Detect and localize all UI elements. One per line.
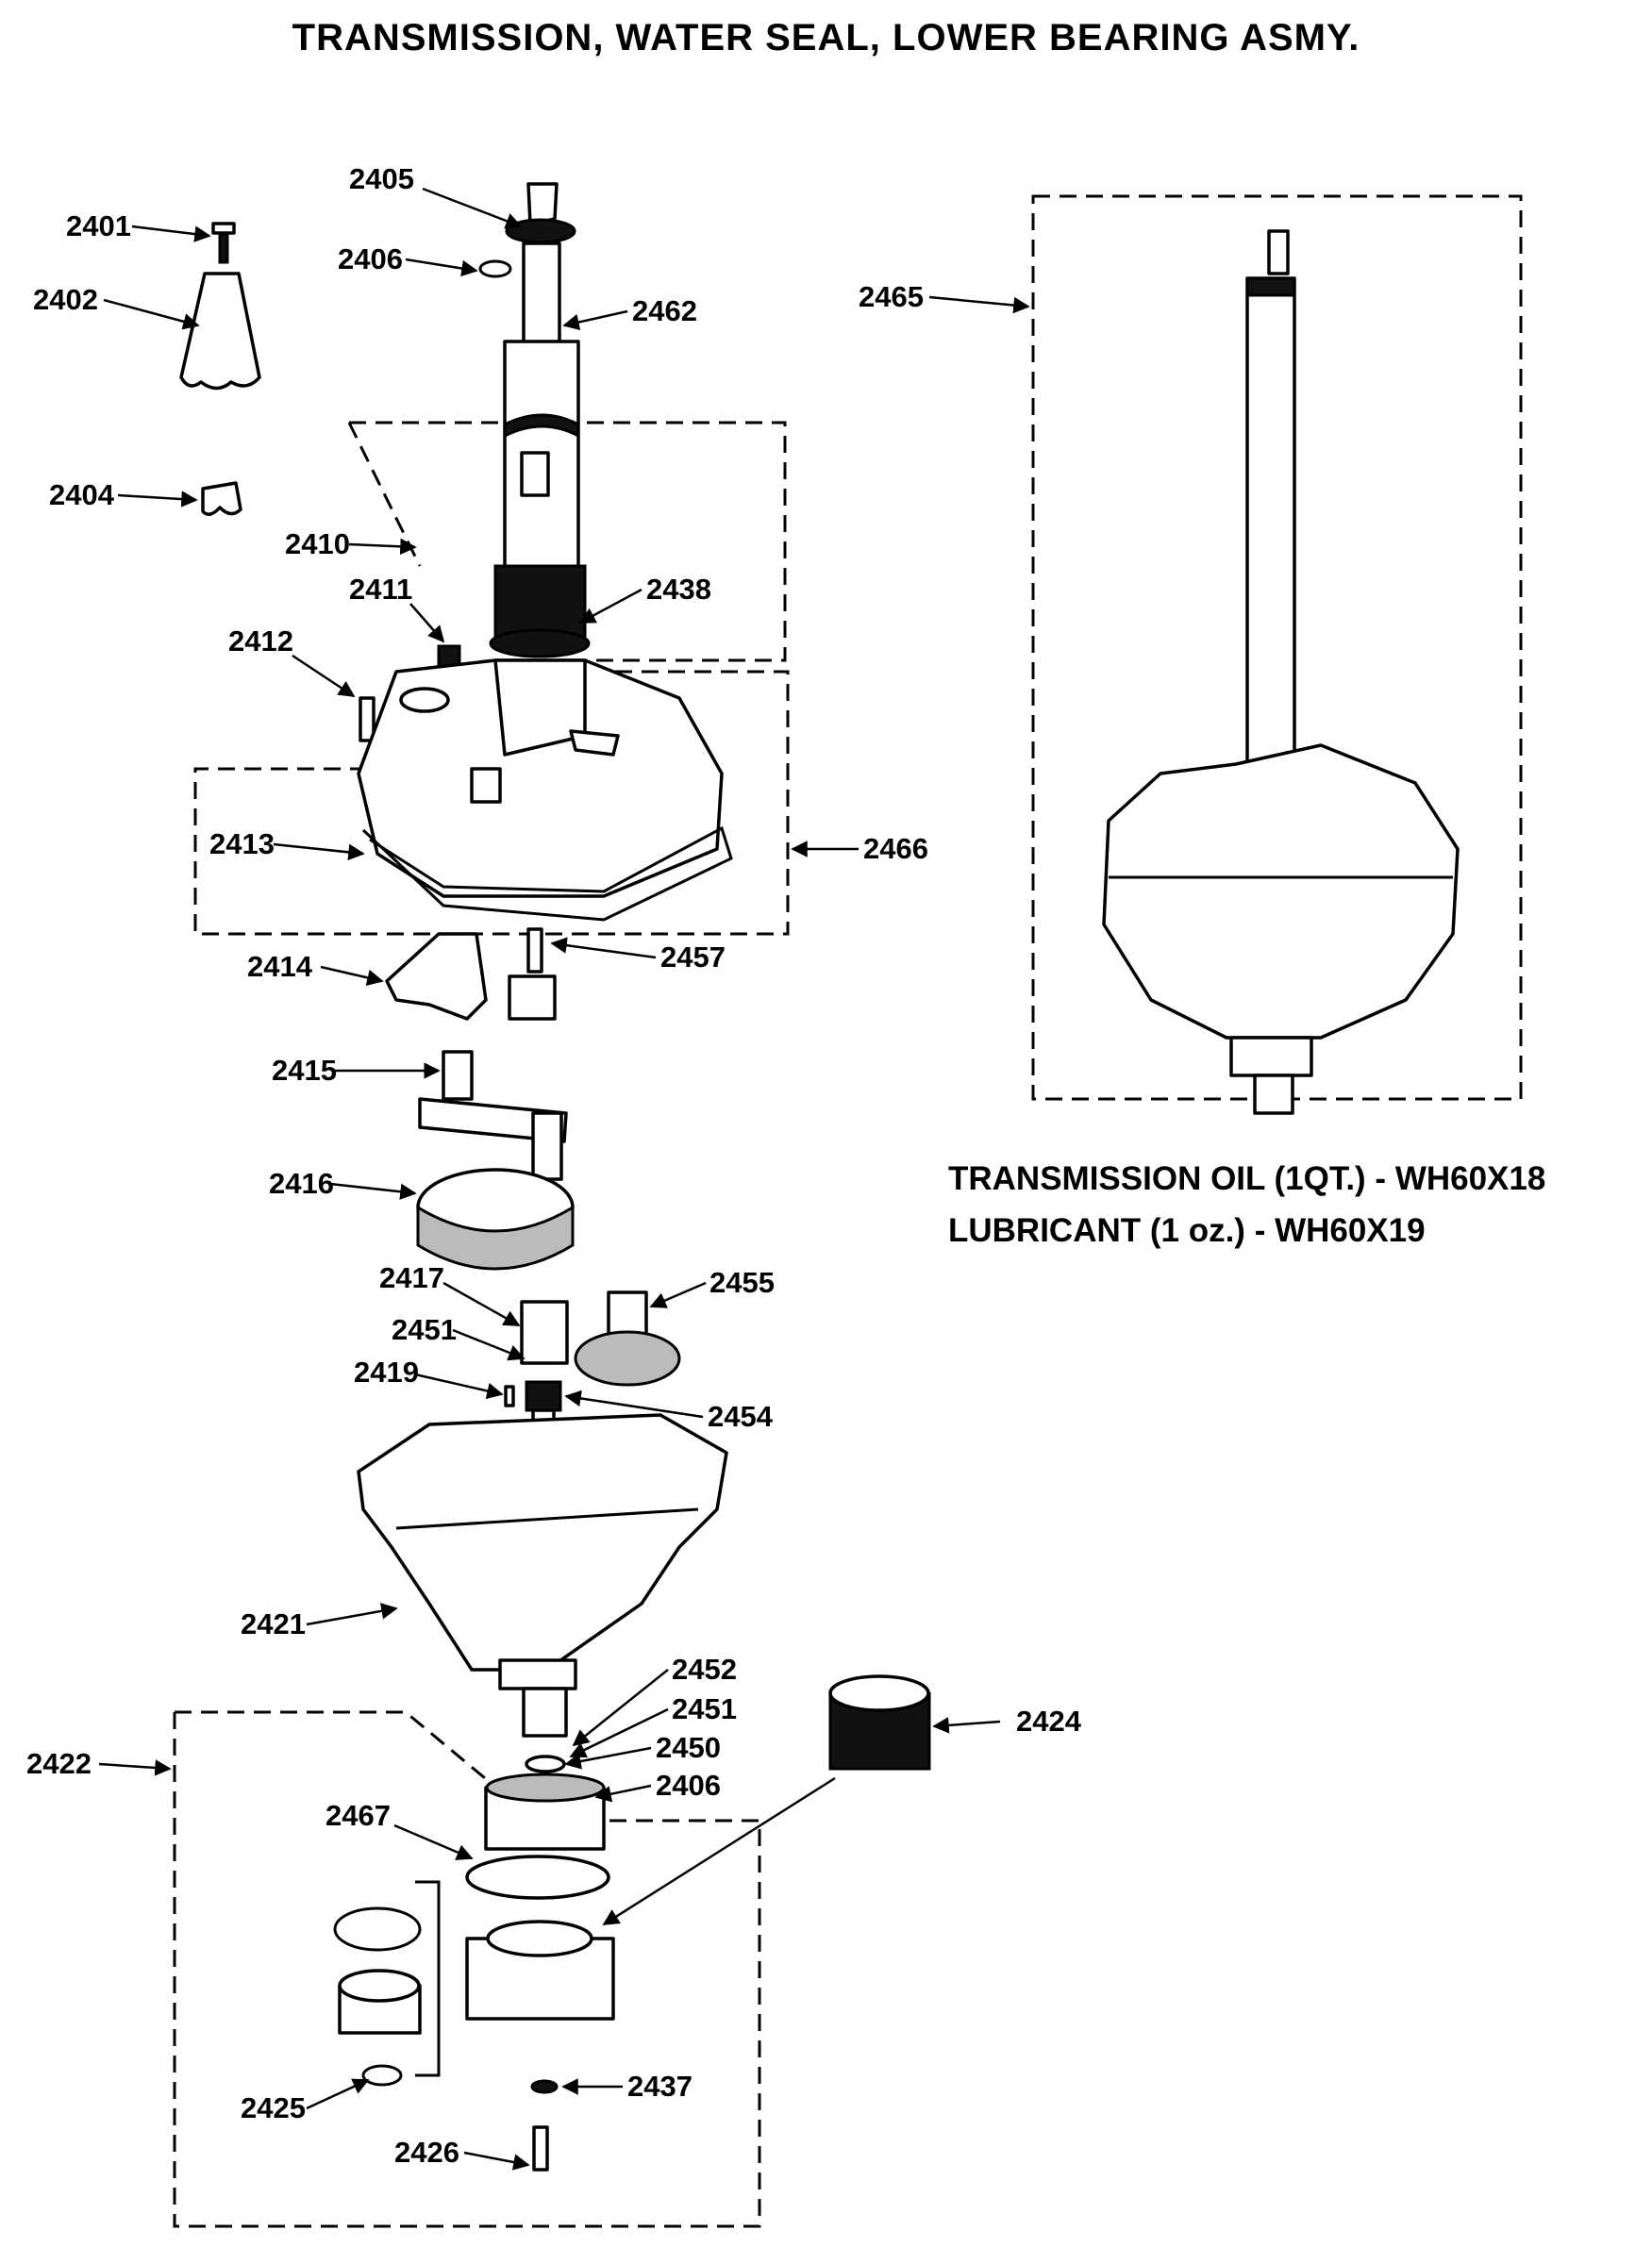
label-2455: 2455 — [709, 1266, 775, 1299]
label-2438: 2438 — [646, 573, 711, 606]
label-2405: 2405 — [349, 162, 414, 195]
label-2426: 2426 — [394, 2136, 459, 2169]
part-2454-spring — [525, 1380, 562, 1412]
part-2406-ring-top — [478, 259, 512, 278]
part-seal-block — [465, 1920, 615, 2021]
part-2457-pinion — [508, 927, 557, 1021]
part-2467-washer — [465, 1855, 610, 1900]
label-2465: 2465 — [859, 280, 924, 313]
seal-group-bracket — [415, 1880, 441, 2077]
part-2462-shaft — [503, 241, 580, 570]
label-2451-upper: 2451 — [392, 1313, 457, 1346]
label-2404: 2404 — [49, 478, 115, 511]
label-2437: 2437 — [627, 2070, 693, 2103]
label-2410: 2410 — [285, 527, 350, 560]
part-2401-nut — [211, 222, 236, 264]
label-2414: 2414 — [247, 950, 313, 983]
label-2406-top: 2406 — [338, 242, 403, 275]
label-2452: 2452 — [672, 1653, 737, 1686]
transmission-oil-note: TRANSMISSION OIL (1QT.) - WH60X18 — [948, 1160, 1546, 1197]
label-2450: 2450 — [656, 1731, 721, 1764]
label-2457: 2457 — [660, 941, 726, 974]
assembly-2422-boundary — [173, 1710, 761, 2228]
part-2419-key — [504, 1385, 515, 1407]
part-2426-screw — [532, 2125, 549, 2172]
label-2425: 2425 — [241, 2091, 306, 2124]
label-2401: 2401 — [66, 209, 131, 242]
part-2413-gasket — [361, 825, 733, 922]
label-2424: 2424 — [1016, 1705, 1082, 1738]
label-2413: 2413 — [209, 827, 275, 860]
part-2455-gear — [574, 1290, 681, 1387]
assembly-2466-boundary — [193, 670, 790, 936]
part-2421-gear-case — [357, 1413, 728, 1738]
part-2417-pinion — [520, 1300, 569, 1365]
part-2412-screw — [359, 696, 375, 742]
label-2419: 2419 — [354, 1356, 419, 1389]
part-2415-pin-link — [418, 1050, 568, 1181]
part-2424-bushing — [828, 1674, 931, 1771]
part-2405-agitator-shaft-top — [505, 182, 576, 244]
part-2402-cap — [179, 272, 261, 391]
lubricant-note: LUBRICANT (1 oz.) - WH60X19 — [948, 1212, 1426, 1249]
part-2414-crank — [385, 932, 488, 1021]
page-title: TRANSMISSION, WATER SEAL, LOWER BEARING … — [292, 17, 1360, 58]
label-2415: 2415 — [272, 1054, 337, 1087]
assembly-2465-boundary — [1031, 194, 1523, 1101]
label-2451-lower: 2451 — [672, 1692, 737, 1725]
part-2406-bearing — [484, 1773, 606, 1851]
label-2467: 2467 — [325, 1799, 391, 1832]
part-2425-seal-kit — [333, 1906, 422, 2087]
part-2404-clip — [201, 481, 242, 516]
part-gear-case-cover — [357, 658, 724, 898]
leader-lines — [98, 187, 1030, 2171]
label-2462: 2462 — [632, 294, 697, 327]
part-2438-boot — [489, 564, 591, 658]
label-2421: 2421 — [241, 1607, 306, 1640]
label-2416: 2416 — [269, 1167, 334, 1200]
part-2437-washer — [530, 2079, 559, 2094]
label-2411: 2411 — [349, 573, 412, 606]
label-2402: 2402 — [33, 283, 98, 316]
label-2466: 2466 — [863, 832, 928, 865]
part-2450-washer — [525, 1755, 566, 1773]
part-2465-transmission-assembly — [1102, 229, 1460, 1115]
part-2416-gear — [416, 1168, 575, 1271]
label-2422: 2422 — [26, 1747, 92, 1780]
label-2454: 2454 — [708, 1400, 774, 1433]
label-2412: 2412 — [228, 624, 293, 658]
label-2406-lower: 2406 — [656, 1769, 721, 1802]
label-2417: 2417 — [379, 1261, 444, 1294]
